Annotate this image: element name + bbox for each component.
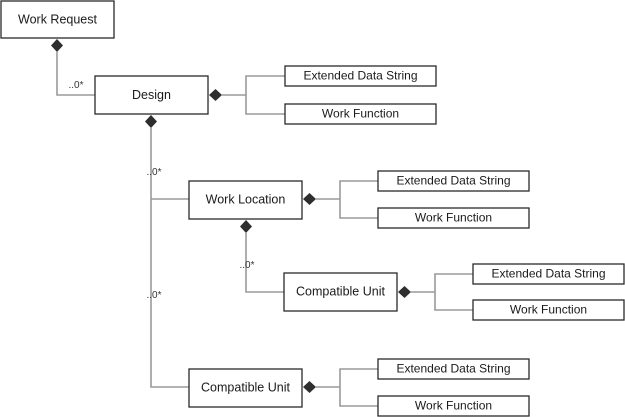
node-label: Extended Data String — [396, 362, 510, 376]
composition-diamond-icon — [145, 115, 157, 128]
connector-workrequest-design — [56, 52, 95, 96]
node-label: Work Function — [415, 399, 492, 413]
multiplicity-label: ..0* — [146, 167, 161, 178]
node-label: Work Location — [206, 192, 286, 206]
composition-diamond-icon — [209, 89, 222, 101]
node-label: Design — [132, 88, 171, 102]
node-compatible-unit-design-work-function[interactable]: Work Function — [377, 395, 530, 417]
node-compatible-unit-design-extended-data-string[interactable]: Extended Data String — [377, 358, 530, 380]
node-work-request[interactable]: Work Request — [0, 0, 115, 39]
node-compatible-unit-wl-extended-data-string[interactable]: Extended Data String — [472, 263, 625, 285]
node-label: Work Function — [415, 211, 492, 225]
node-compatible-unit-wl[interactable]: Compatible Unit — [283, 272, 398, 312]
composition-diamond-icon — [398, 286, 411, 298]
node-label: Extended Data String — [303, 69, 417, 83]
node-label: Extended Data String — [491, 267, 605, 281]
node-compatible-unit-design[interactable]: Compatible Unit — [188, 368, 303, 408]
node-design-extended-data-string[interactable]: Extended Data String — [284, 65, 437, 87]
node-design-work-function[interactable]: Work Function — [284, 103, 437, 125]
node-label: Work Function — [510, 303, 587, 317]
multiplicity-label: ..0* — [68, 80, 83, 91]
node-design[interactable]: Design — [94, 75, 209, 115]
node-label: Compatible Unit — [201, 380, 290, 394]
connector-cu2-attrs-branch — [339, 368, 378, 407]
node-label: Work Function — [322, 107, 399, 121]
node-label: Compatible Unit — [296, 284, 385, 298]
node-work-location-work-function[interactable]: Work Function — [377, 207, 530, 229]
node-compatible-unit-wl-work-function[interactable]: Work Function — [472, 299, 625, 321]
multiplicity-label: ..0* — [239, 260, 254, 271]
composition-diamond-icon — [303, 381, 316, 393]
connector-cu1-attrs-branch — [434, 273, 473, 311]
composition-diamond-icon — [303, 193, 316, 205]
connector-wl-cu — [245, 233, 284, 293]
connector-design-trunk — [150, 128, 189, 388]
node-label: Extended Data String — [396, 174, 510, 188]
connector-wl-attrs-branch — [339, 180, 378, 219]
composition-diamond-icon — [240, 220, 252, 233]
node-work-location-extended-data-string[interactable]: Extended Data String — [377, 170, 530, 192]
node-label: Work Request — [18, 12, 97, 26]
connector-design-attrs-branch — [245, 75, 285, 115]
node-work-location[interactable]: Work Location — [188, 180, 303, 220]
composition-diamond-icon — [51, 39, 63, 52]
multiplicity-label: ..0* — [146, 290, 161, 301]
